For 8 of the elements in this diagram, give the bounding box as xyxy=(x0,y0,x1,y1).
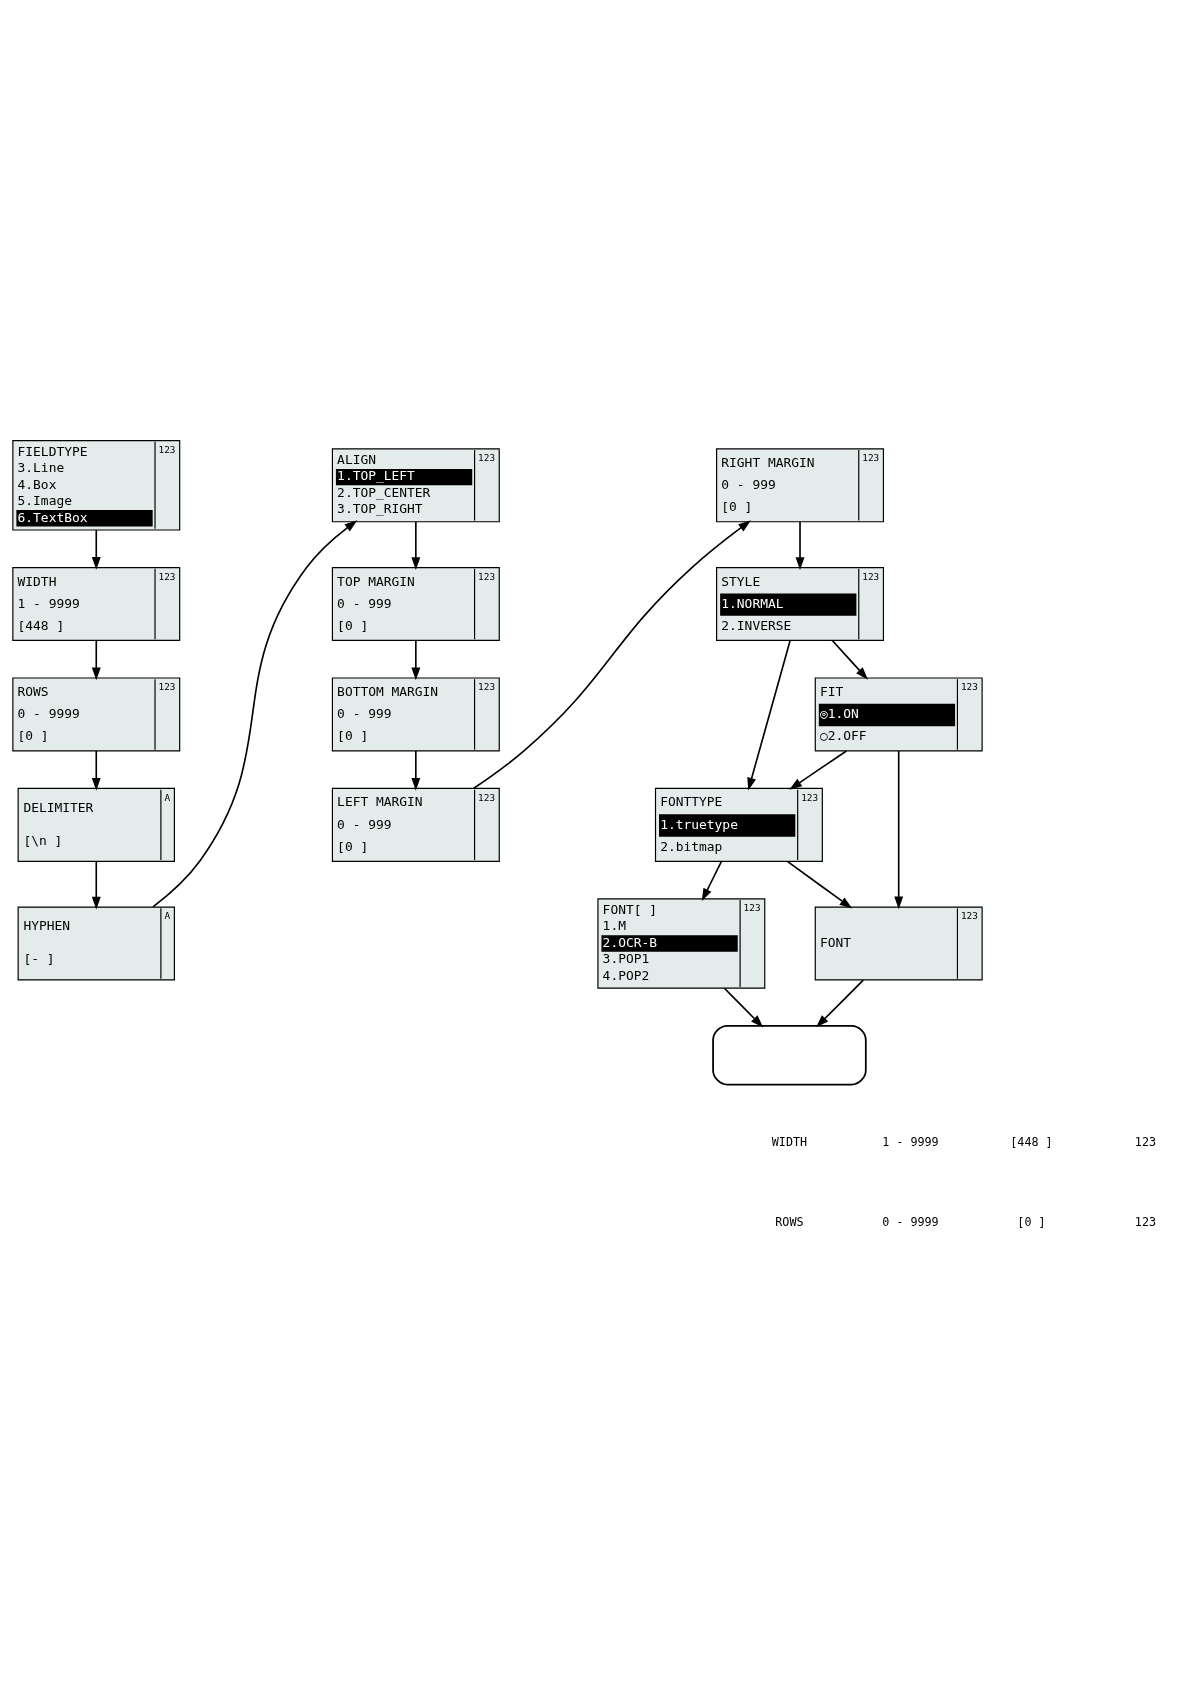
label: 1 - 9999 xyxy=(882,1134,939,1149)
label: [448 ] xyxy=(1010,1134,1053,1149)
label: 123 xyxy=(1134,1214,1157,1229)
label: ROWS xyxy=(775,1214,804,1229)
label: 123 xyxy=(1134,1134,1157,1149)
label: WIDTH xyxy=(771,1134,808,1149)
label: [0 ] xyxy=(1017,1214,1046,1229)
label: 0 - 9999 xyxy=(882,1214,939,1229)
